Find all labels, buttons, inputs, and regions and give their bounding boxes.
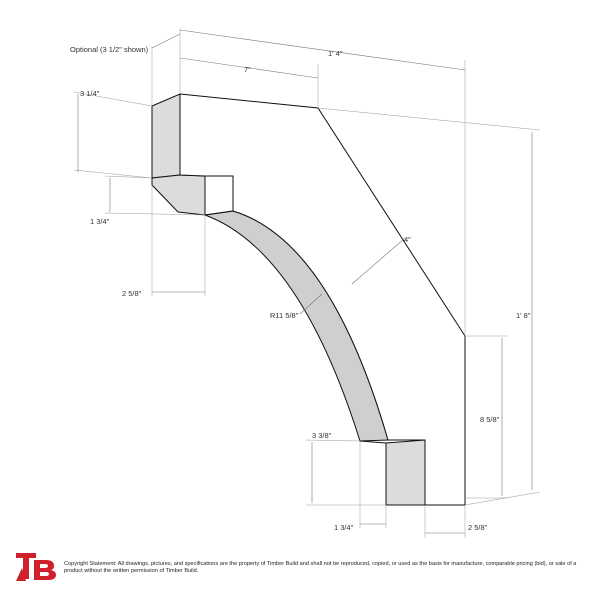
dim-leg-depth: 2 5/8" [468, 523, 488, 532]
timber-build-logo [16, 553, 56, 581]
dim-overall-width: 1' 4" [328, 49, 343, 58]
dim-arc-radius: R11 5/8" [270, 311, 299, 320]
dim-foot-height: 3 3/8" [312, 431, 332, 440]
dim-top-width: 7" [244, 65, 251, 74]
dimension-lines [73, 28, 541, 538]
footer: Copyright Statement: All drawings, pictu… [14, 548, 586, 582]
dim-leg-height: 8 5/8" [480, 415, 500, 424]
bracket-front-face [179, 93, 466, 506]
bracket-solid [151, 93, 466, 506]
dim-step-height: 1 3/4" [90, 217, 110, 226]
step-side-face [151, 174, 206, 216]
top-side-face [151, 93, 181, 179]
dim-step-depth: 2 5/8" [122, 289, 142, 298]
optional-note: Optional (3 1/2" shown) [70, 45, 149, 54]
dim-top-height: 3 1/4" [80, 89, 100, 98]
copyright-statement: Copyright Statement: All drawings, pictu… [64, 561, 577, 574]
dim-arc-thickness: 4" [404, 235, 411, 244]
dim-foot-width: 1 3/4" [334, 523, 354, 532]
dim-overall-height: 1' 8" [516, 311, 531, 320]
foot-side-face [385, 439, 426, 506]
